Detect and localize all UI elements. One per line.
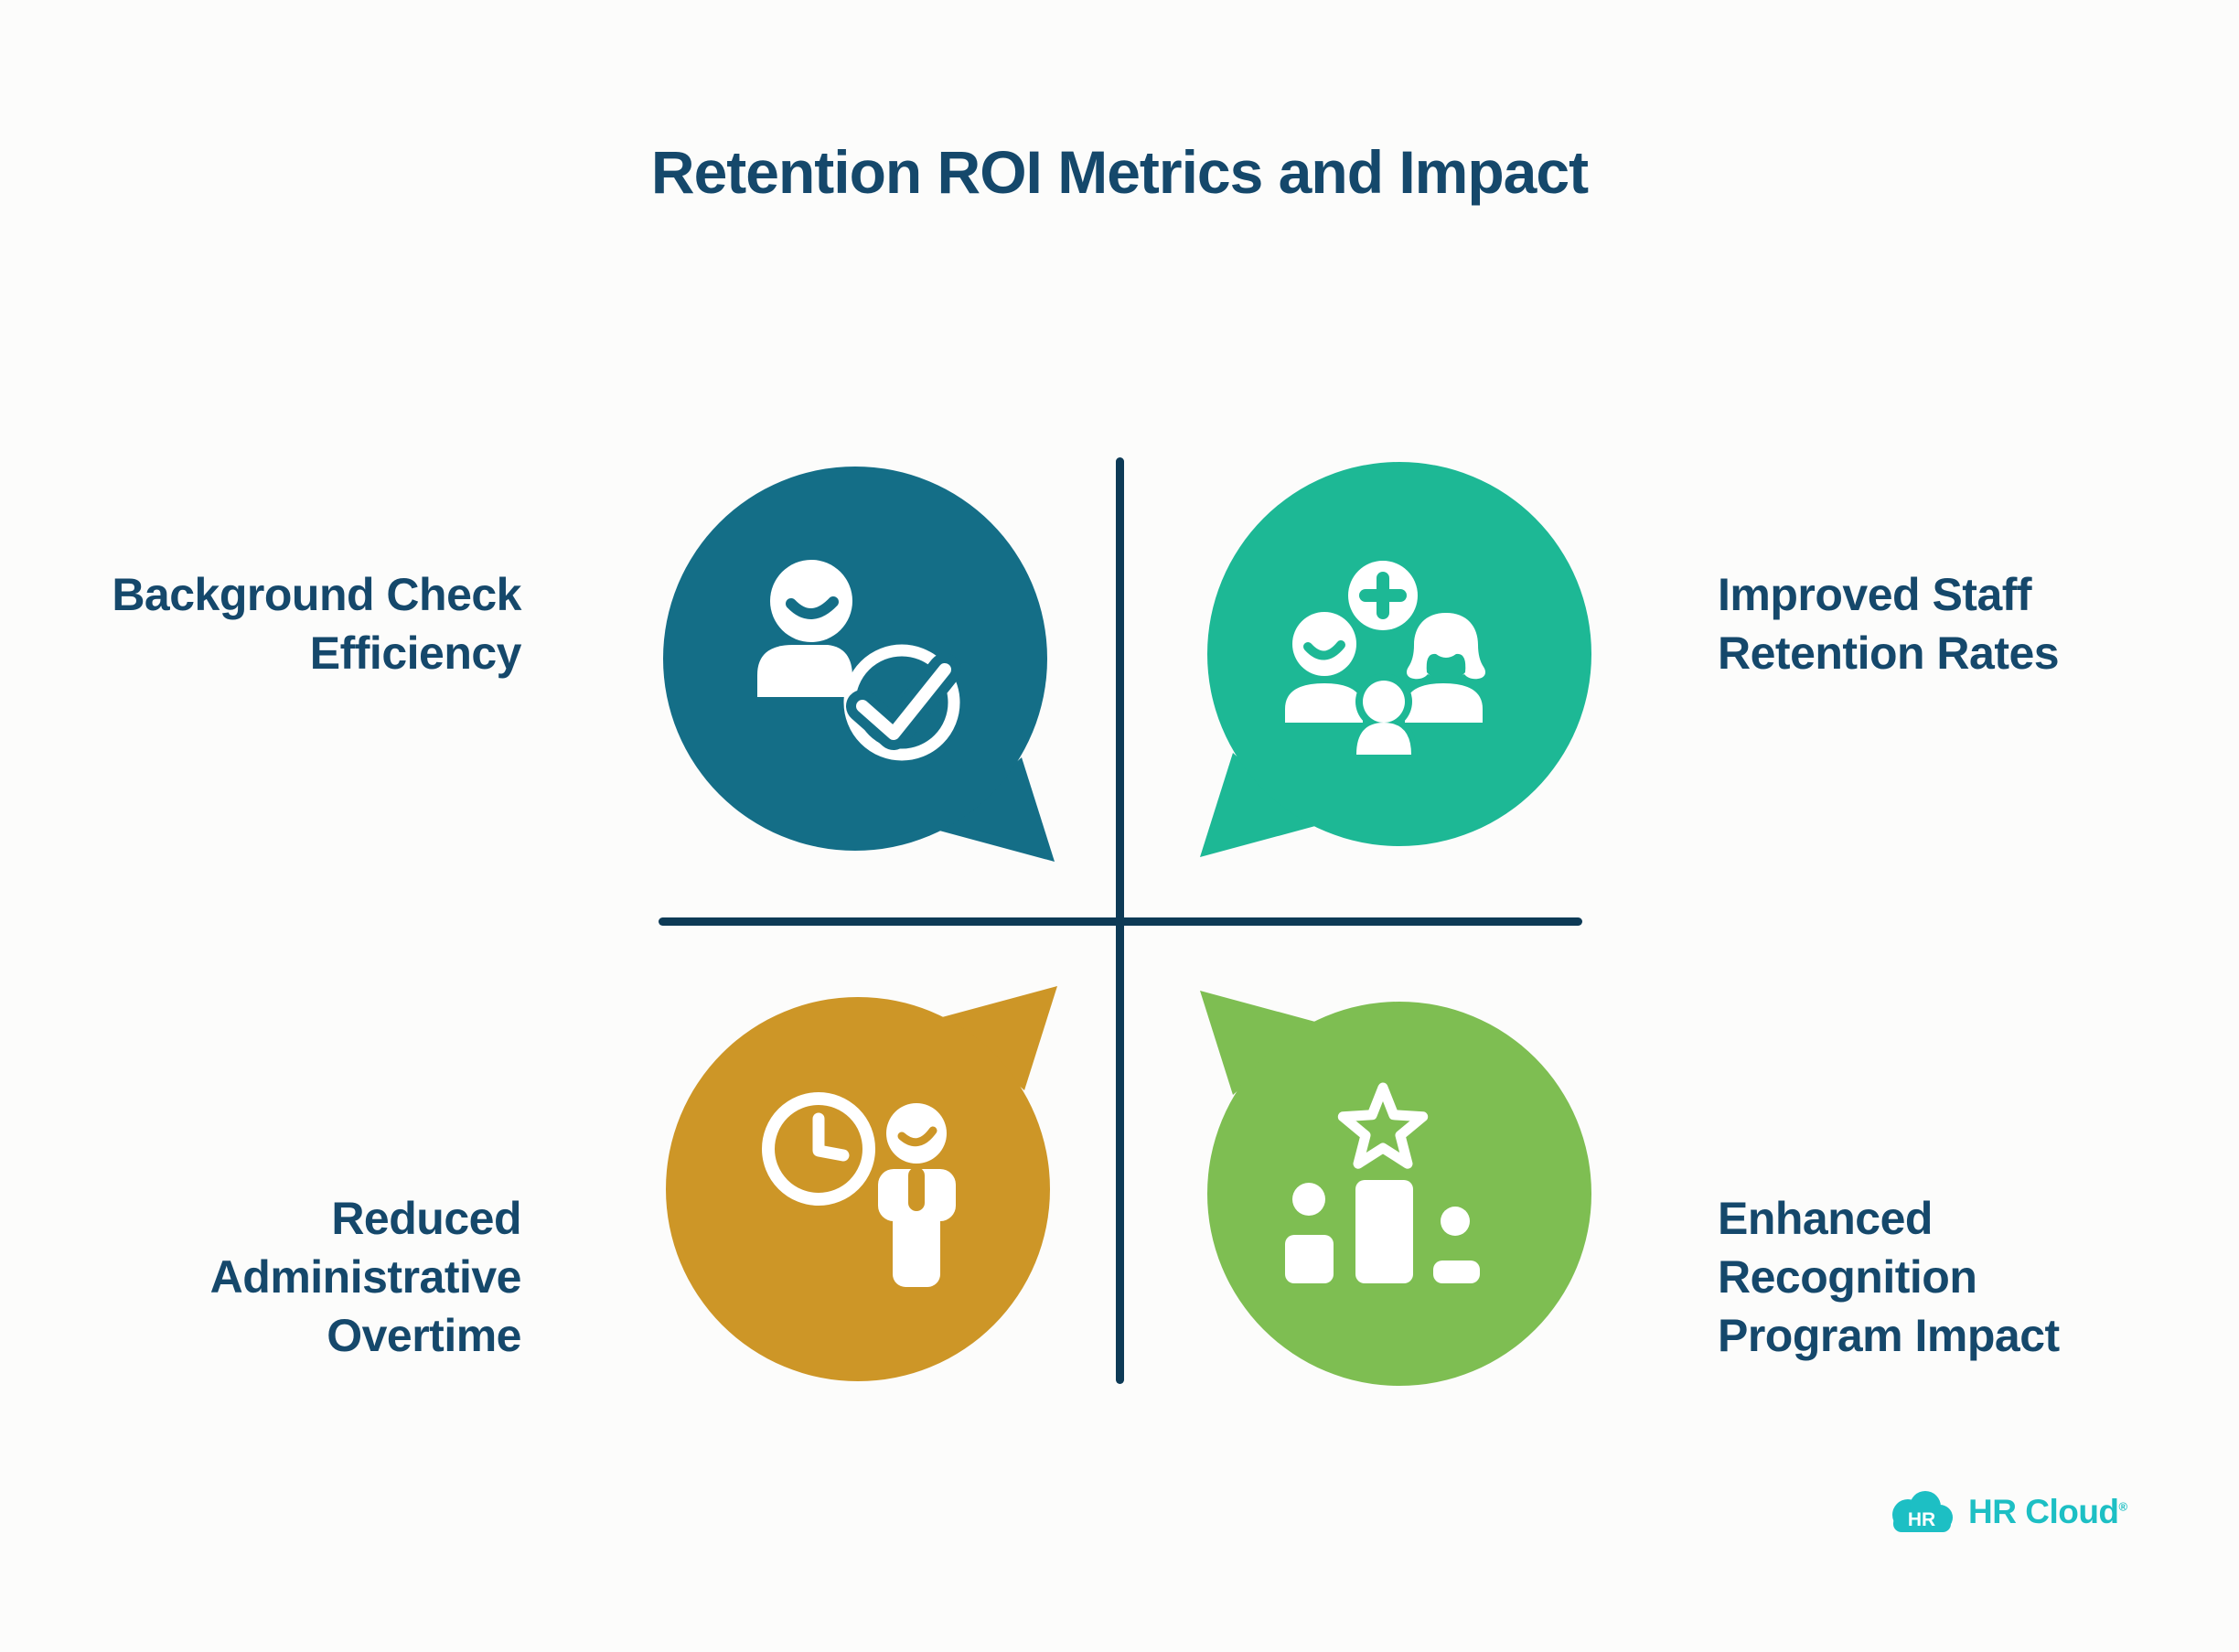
bubble-tail — [939, 757, 1055, 862]
quadrant-divider-horizontal — [659, 917, 1582, 926]
speech-bubble-staff-retention — [1200, 462, 1591, 857]
bubble-tail — [1200, 991, 1315, 1095]
bubble-circle — [663, 467, 1047, 851]
label-background-check-efficiency: Background Check Efficiency — [112, 569, 521, 679]
hr-cloud-wordmark: HR Cloud® — [1968, 1493, 2128, 1530]
clock-person-icon — [762, 1092, 956, 1287]
person-check-icon — [757, 560, 961, 761]
page-title: Retention ROI Metrics and Impact — [650, 138, 1589, 206]
bubble-circle — [1207, 462, 1591, 846]
speech-bubble-admin-overtime — [666, 986, 1057, 1381]
bubble-tail — [1200, 753, 1315, 857]
hr-cloud-icon: HR — [1892, 1491, 1953, 1532]
speech-bubble-background-check — [663, 467, 1055, 862]
star-podium-icon — [1285, 1082, 1480, 1283]
hr-cloud-logo: HR HR Cloud® — [1888, 1489, 2127, 1535]
registered-trademark: ® — [2118, 1499, 2128, 1514]
label-improved-staff-retention: Improved Staff Retention Rates — [1718, 569, 2060, 679]
bubble-tail — [942, 986, 1057, 1090]
hr-badge-text: HR — [1908, 1509, 1935, 1530]
speech-bubble-recognition-impact — [1200, 991, 1591, 1386]
team-plus-icon — [1285, 561, 1485, 759]
label-enhanced-recognition-impact: Enhanced Recognition Program Impact — [1718, 1193, 2060, 1361]
label-reduced-admin-overtime: Reduced Administrative Overtime — [209, 1193, 522, 1361]
